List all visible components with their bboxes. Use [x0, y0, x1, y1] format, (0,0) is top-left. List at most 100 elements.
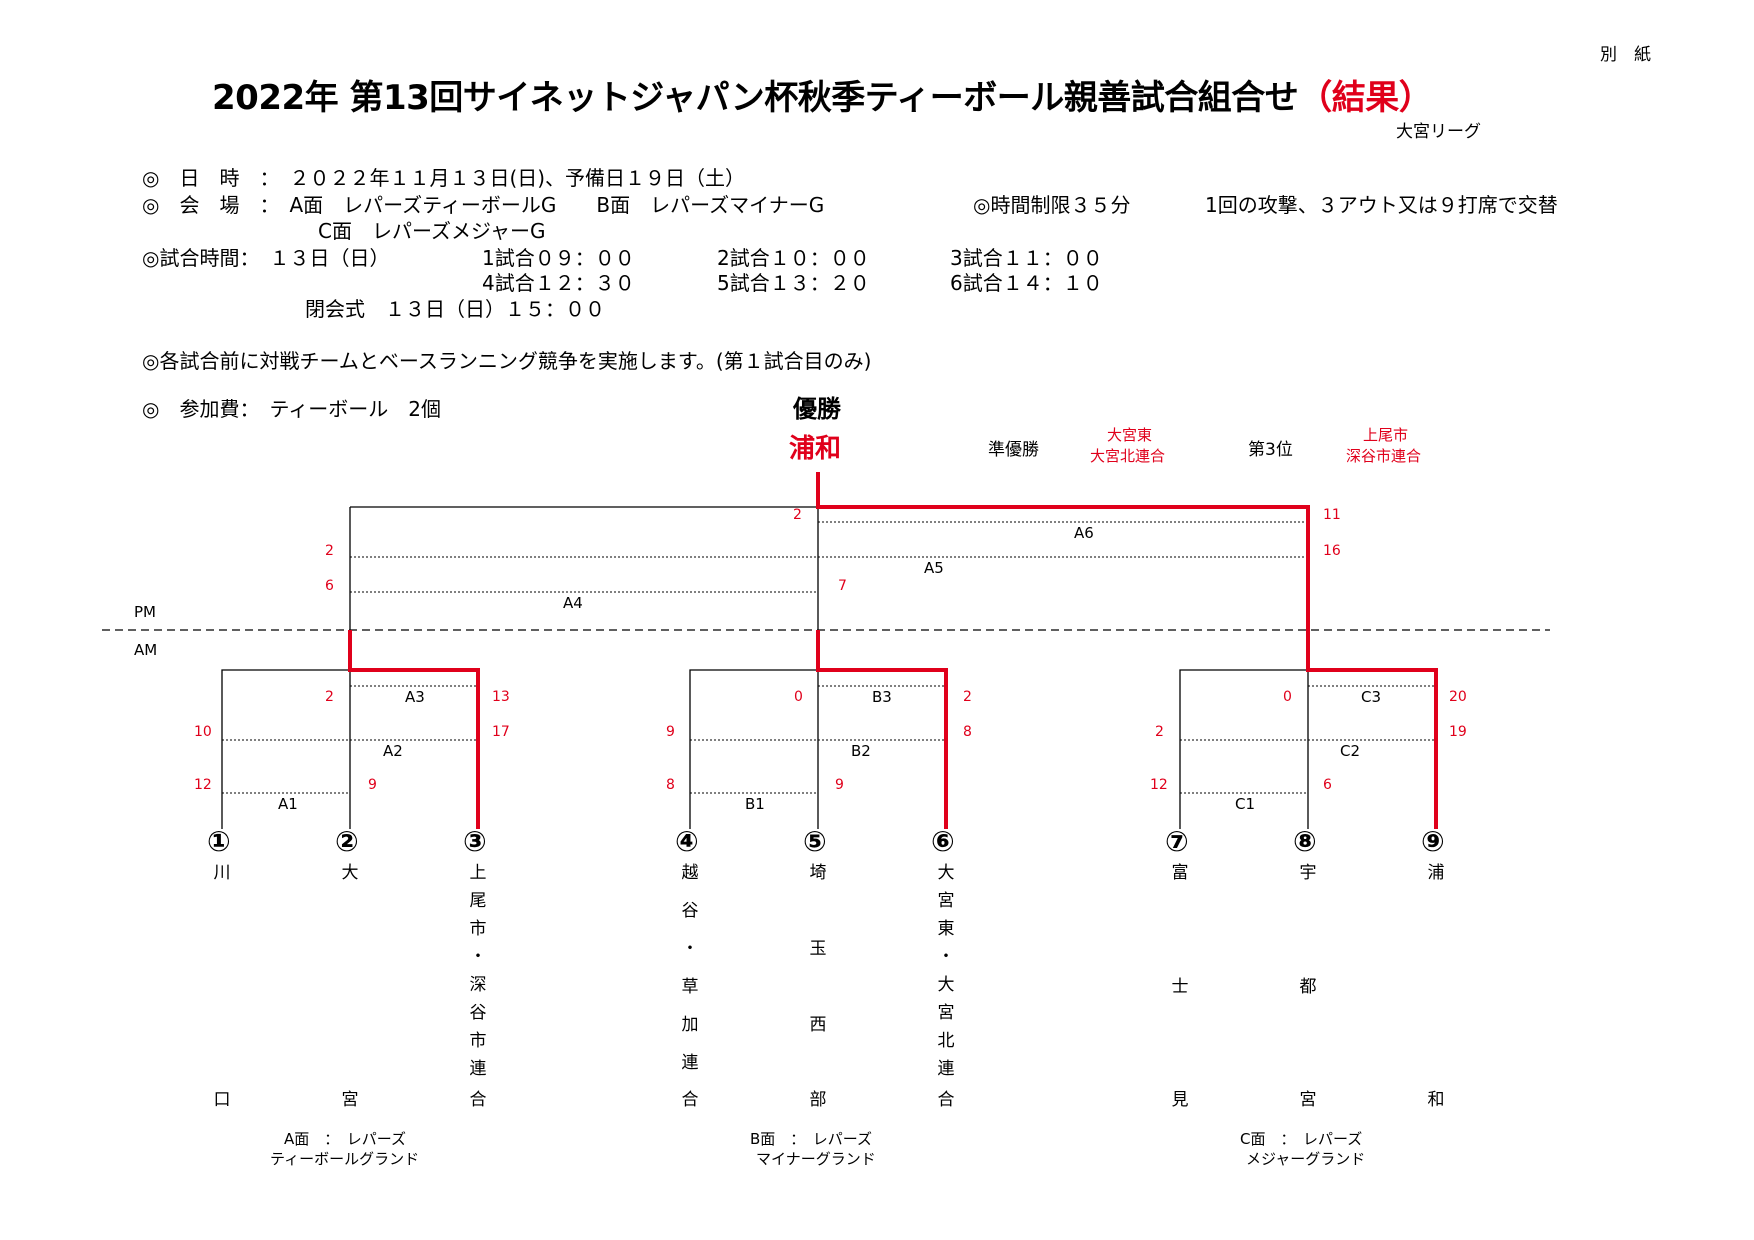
team-3-char: 谷: [469, 1003, 487, 1023]
team-6-char: 大: [937, 863, 955, 883]
team-9-char: 和: [1427, 1090, 1445, 1110]
runner-up-team-1: 大宮東: [1107, 426, 1153, 444]
team-5-char: 西: [809, 1015, 827, 1035]
page-title: 2022年 第13回サイネットジャパン杯秋季ティーボール親善試合組合せ（結果）: [212, 70, 1433, 119]
game-label-C3: C3: [1361, 688, 1382, 706]
pm-label: PM: [134, 603, 156, 621]
score-C1-right: 6: [1323, 777, 1332, 793]
game-label-A2: A2: [383, 742, 403, 760]
team-number-9: ⑨: [1421, 825, 1445, 858]
score-A4-right: 7: [838, 578, 847, 594]
score-C2-left: 2: [1155, 724, 1164, 740]
team-7-char: 士: [1171, 977, 1189, 997]
venue-a-line1: A面 ： レパーズ: [284, 1130, 407, 1148]
info-game4: 4試合１２：３０: [482, 271, 635, 295]
team-6-char: 宮: [937, 1003, 955, 1023]
team-1-char: 口: [213, 1090, 231, 1110]
game-label-B3: B3: [872, 688, 892, 706]
score-B3-right: 2: [963, 689, 972, 705]
team-number-7: ⑦: [1165, 825, 1189, 858]
team-9-char: 浦: [1427, 863, 1445, 883]
third-place-team-2: 深谷市連合: [1346, 447, 1422, 465]
team-number-1: ①: [207, 825, 231, 858]
score-B2-left: 9: [666, 724, 675, 740]
runner-up-label: 準優勝: [988, 440, 1039, 460]
info-date: ◎ 日 時 ： ２０２２年１１月１３日(日)、予備日１９日（土）: [142, 166, 746, 190]
team-number-3: ③: [463, 825, 487, 858]
info-venue: ◎ 会 場 ： A面 レパーズティーボールG B面 レパーズマイナーG: [142, 193, 825, 217]
team-3-char: 連: [469, 1059, 487, 1079]
team-4-char: 連: [681, 1053, 699, 1073]
team-number-8: ⑧: [1293, 825, 1317, 858]
team-6-char: 連: [937, 1059, 955, 1079]
team-6-char: 大: [937, 975, 955, 995]
winner-path-b: [816, 630, 948, 829]
team-3-char: 尾: [469, 891, 487, 911]
team-3-char: 市: [469, 1031, 487, 1051]
title-result: （結果）: [1298, 78, 1433, 118]
info-fee: ◎ 参加費： ティーボール 2個: [142, 397, 441, 421]
team-8-char: 都: [1299, 977, 1317, 997]
game-label-A3: A3: [405, 688, 425, 706]
team-5-char: 部: [809, 1090, 827, 1110]
info-game1: 1試合０９：００: [482, 246, 635, 270]
team-6-char: 合: [937, 1090, 955, 1110]
venue-a-line2: ティーボールグランド: [270, 1150, 420, 1168]
league-name: 大宮リーグ: [1396, 122, 1481, 142]
venue-b-line2: マイナーグランド: [756, 1150, 876, 1168]
team-4-char: 合: [681, 1090, 699, 1110]
team-3-char: 合: [469, 1090, 487, 1110]
team-4-char: 加: [681, 1015, 699, 1035]
team-8-char: 宇: [1299, 863, 1317, 883]
team-7-char: 見: [1171, 1090, 1189, 1110]
score-A4-left: 6: [325, 578, 334, 594]
am-label: AM: [134, 641, 158, 659]
venue-c-line2: メジャーグランド: [1246, 1150, 1366, 1168]
game-label-A4: A4: [563, 594, 583, 612]
info-base-running: ◎各試合前に対戦チームとベースランニング競争を実施します。(第１試合目のみ): [142, 349, 872, 373]
team-3-char: ・: [469, 947, 487, 967]
info-closing: 閉会式 １３日（日）１５：００: [305, 297, 605, 321]
score-A6-left: 2: [793, 507, 802, 523]
team-6-char: 北: [937, 1031, 955, 1051]
team-number-5: ⑤: [803, 825, 827, 858]
score-A3-right: 13: [492, 689, 510, 705]
info-inning-rule: 1回の攻撃、３アウト又は９打席で交替: [1205, 193, 1558, 217]
team-4-char: 越: [681, 863, 699, 883]
team-number-2: ②: [335, 825, 359, 858]
bracket-line-team7: [1179, 669, 1308, 829]
game-label-A6: A6: [1074, 524, 1094, 542]
team-number-6: ⑥: [931, 825, 955, 858]
info-venue-c: C面 レパーズメジャーG: [318, 219, 546, 243]
score-A2-right: 17: [492, 724, 510, 740]
bracket-line-team1: [221, 669, 350, 829]
info-time-limit: ◎時間制限３５分: [973, 193, 1131, 217]
team-8-char: 宮: [1299, 1090, 1317, 1110]
score-B1-left: 8: [666, 777, 675, 793]
info-game2: 2試合１０：００: [717, 246, 870, 270]
game-label-B2: B2: [851, 742, 871, 760]
team-6-char: ・: [937, 947, 955, 967]
info-game-times: ◎試合時間： １３日（日）: [142, 246, 390, 270]
team-5-char: 玉: [809, 939, 827, 959]
team-2-char: 宮: [341, 1090, 359, 1110]
champion-label: 優勝: [793, 395, 841, 423]
venue-c-line1: C面 ： レパーズ: [1240, 1130, 1363, 1148]
team-6-char: 宮: [937, 891, 955, 911]
team-2-char: 大: [341, 863, 359, 883]
score-B2-right: 8: [963, 724, 972, 740]
third-place-label: 第3位: [1248, 440, 1293, 460]
score-A1-left: 12: [194, 777, 212, 793]
score-A3-left: 2: [325, 689, 334, 705]
score-A5-left: 2: [325, 543, 334, 559]
champion-team: 浦和: [789, 434, 842, 464]
team-3-char: 市: [469, 919, 487, 939]
venue-b-line1: B面 ： レパーズ: [750, 1130, 873, 1148]
info-game5: 5試合１３：２０: [717, 271, 870, 295]
team-4-char: ・: [681, 939, 699, 959]
score-C3-right: 20: [1449, 689, 1467, 705]
bracket-line-team4: [689, 669, 818, 829]
runner-up-team-2: 大宮北連合: [1090, 447, 1166, 465]
game-label-B1: B1: [745, 795, 765, 813]
